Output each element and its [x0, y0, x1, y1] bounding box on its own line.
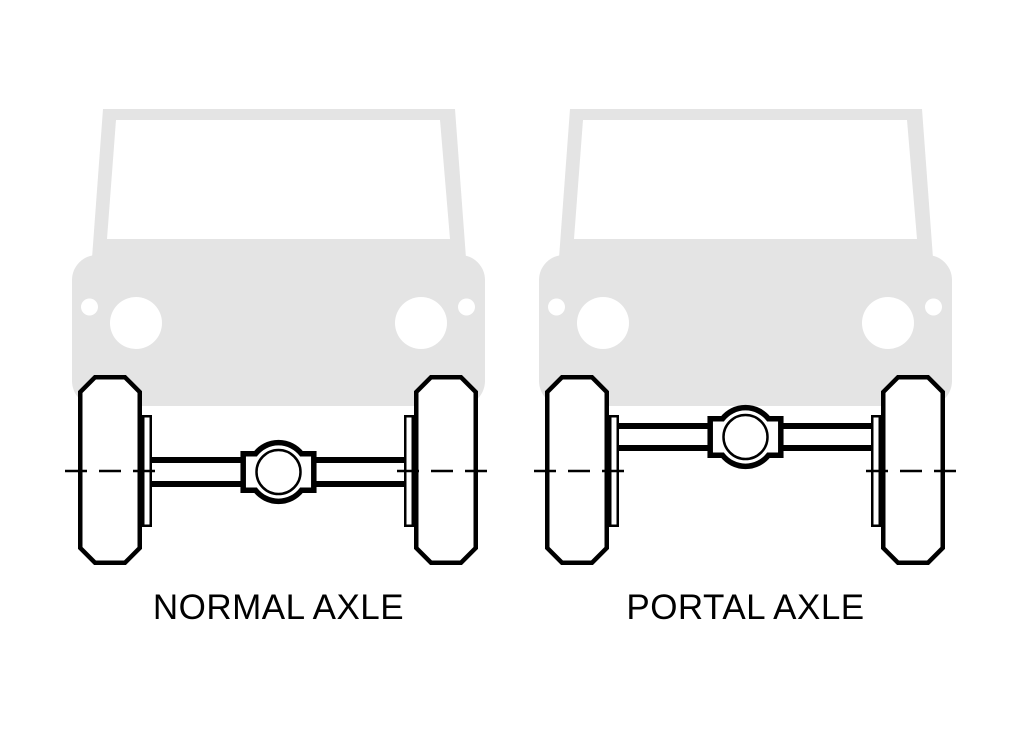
normal-axle-assembly [65, 377, 489, 563]
vehicle-body-silhouette [539, 109, 952, 406]
differential-housing [243, 443, 314, 502]
vehicle-body-silhouette [72, 109, 485, 406]
portal-axle-assembly [534, 377, 956, 563]
vehicle-portal [534, 109, 956, 563]
portal-axle-label: PORTAL AXLE [626, 588, 865, 627]
normal-axle-label: NORMAL AXLE [152, 588, 405, 627]
vehicle-normal [65, 109, 489, 563]
differential-housing [710, 408, 781, 467]
